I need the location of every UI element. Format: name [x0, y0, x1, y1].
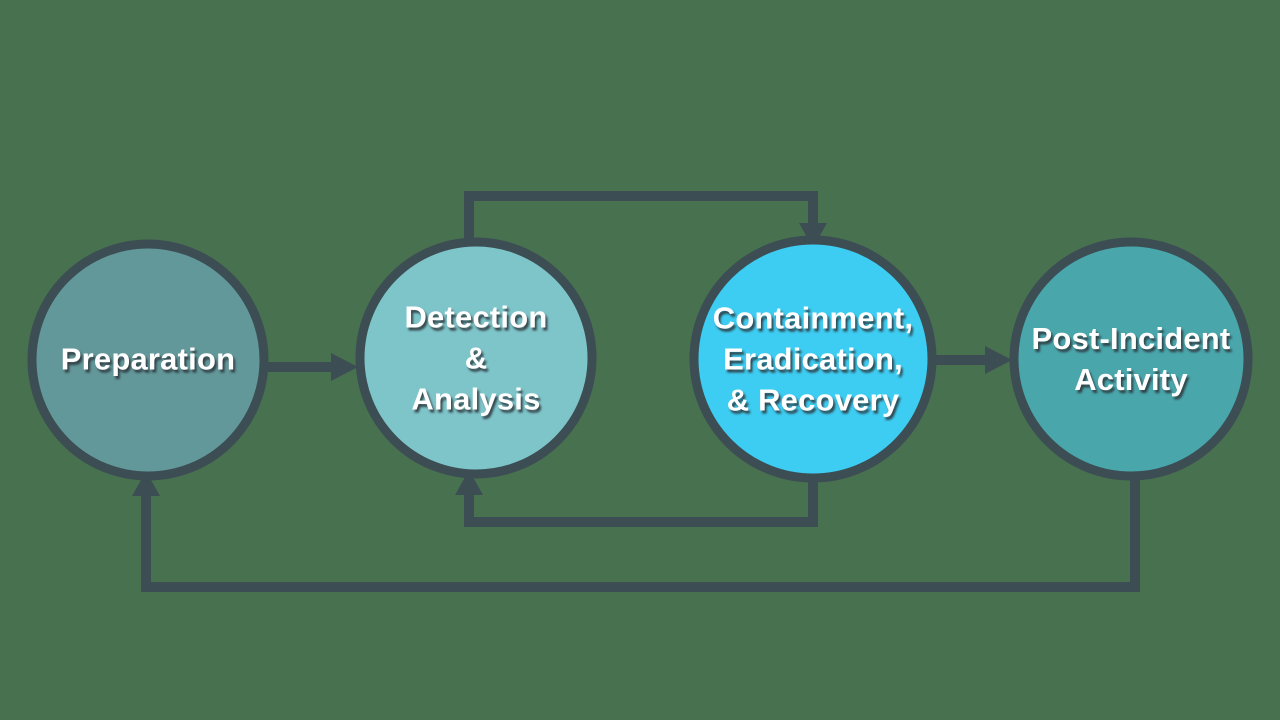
stage-circle-containment-recovery: [689, 235, 937, 483]
arrowhead-containment-to-detection: [455, 470, 483, 495]
arrow-detection-to-containment-top-loop: [464, 191, 818, 243]
arrowhead-preparation-to-detection: [331, 353, 358, 381]
arrowhead-containment-to-postincident: [985, 346, 1012, 374]
arrow-containment-to-detection-bottom-loop: [464, 476, 818, 527]
stage-circle-preparation: [27, 239, 269, 481]
arrow-postincident-to-preparation-return: [141, 477, 1140, 592]
stage-circle-post-incident: [1009, 237, 1253, 481]
arrowhead-postincident-to-preparation: [132, 471, 160, 496]
stage-circle-detection-analysis: [355, 237, 597, 479]
